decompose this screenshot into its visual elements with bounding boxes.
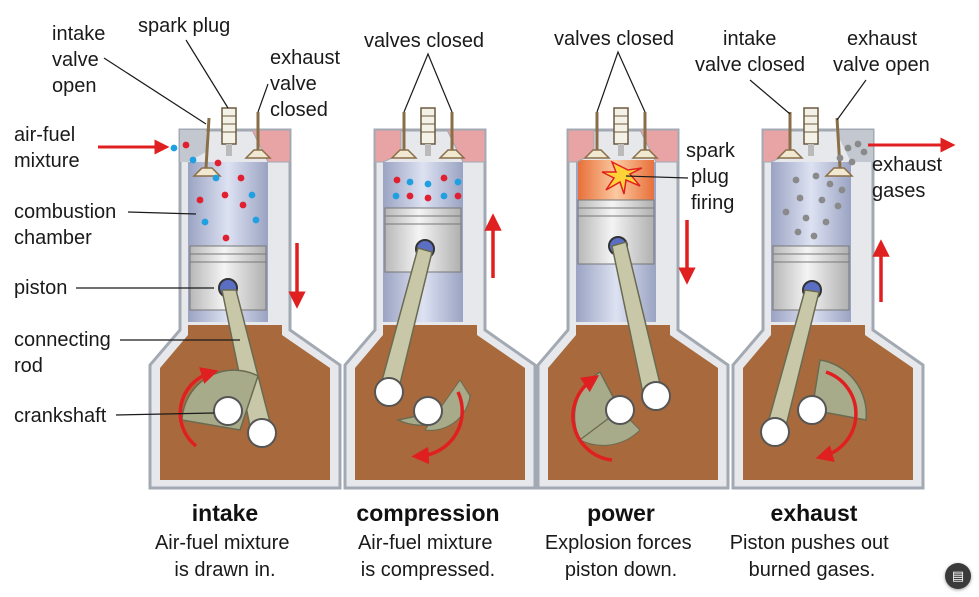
label-piston: piston	[14, 277, 67, 299]
menu-icon[interactable]: ▤	[945, 563, 971, 589]
label-spark-plug-firing: spark plug firing	[686, 140, 740, 214]
label-air-fuel-mixture: air-fuel mixture	[14, 124, 81, 172]
spark-plug-1	[221, 107, 237, 156]
engine-intake	[98, 107, 342, 490]
label-exhaust-valve-open: exhaust valve open	[833, 28, 930, 76]
stroke-title-power: power	[587, 500, 655, 526]
spark-burst	[601, 160, 643, 195]
exhaust-dots	[782, 140, 868, 240]
label-valves-closed-power: valves closed	[554, 28, 674, 50]
label-exhaust-gases: exhaust gases	[872, 154, 948, 202]
label-crankshaft: crankshaft	[14, 405, 107, 427]
engine-compression	[343, 107, 537, 490]
label-valves-closed-compression: valves closed	[364, 30, 484, 52]
labels: intake valve open spark plug exhaust val…	[14, 15, 948, 427]
label-spark-plug: spark plug	[138, 15, 230, 37]
stroke-captions: intake Air-fuel mixture is drawn in. com…	[155, 500, 895, 581]
engine-exhaust	[731, 107, 956, 490]
stroke-title-compression: compression	[356, 500, 499, 526]
label-exhaust-valve-closed: exhaust valve closed	[270, 47, 346, 121]
stroke-title-exhaust: exhaust	[771, 500, 858, 526]
engine-power	[536, 107, 730, 490]
stroke-caption-compression: Air-fuel mixture is compressed.	[358, 532, 498, 581]
intake-valve	[192, 167, 222, 177]
stroke-caption-power: Explosion forces piston down.	[545, 532, 697, 581]
label-combustion-chamber: combustion chamber	[14, 201, 122, 249]
label-intake-valve-closed: intake valve closed	[695, 28, 805, 76]
stroke-caption-intake: Air-fuel mixture is drawn in.	[155, 532, 295, 581]
exhaust-valve	[244, 149, 272, 159]
cylinder-head	[180, 130, 206, 162]
stroke-caption-exhaust: Piston pushes out burned gases.	[730, 532, 895, 581]
label-intake-valve-open: intake valve open	[52, 23, 111, 97]
stroke-title-intake: intake	[192, 500, 258, 526]
label-connecting-rod: connecting rod	[14, 329, 116, 377]
